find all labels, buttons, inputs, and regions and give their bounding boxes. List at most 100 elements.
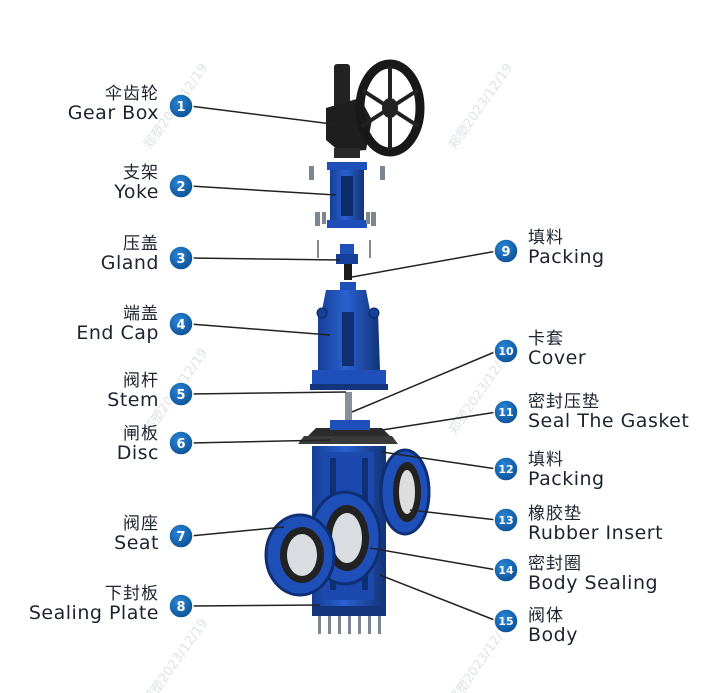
part-name-cn: 密封圈 [528, 554, 582, 574]
part-name-cn: 伞齿轮 [105, 84, 159, 104]
part-name-en: Sealing Plate [28, 601, 159, 624]
gear-box-illustration [326, 59, 425, 158]
leader-line-2 [189, 185, 337, 196]
leader-lines [189, 105, 498, 622]
part-name-en: Seat [114, 531, 159, 554]
badge-number: 2 [176, 180, 185, 195]
badge-number: 5 [176, 388, 185, 403]
leader-line-5 [189, 391, 347, 395]
part-label-11: 密封压垫 Seal The Gasket [528, 392, 690, 432]
part-label-4: 端盖 End Cap [76, 304, 159, 344]
part-label-6: 闸板 Disc [116, 424, 159, 464]
badge-12: 12 [493, 456, 519, 482]
part-name-cn: 密封压垫 [528, 392, 600, 412]
part-name-en: Gland [100, 251, 159, 274]
part-name-cn: 填料 [528, 450, 564, 470]
part-name-en: Seal The Gasket [528, 409, 690, 432]
part-label-5: 阀杆 Stem [107, 371, 159, 411]
part-label-13: 橡胶垫 Rubber Insert [528, 504, 664, 544]
gland-illustration [317, 240, 371, 280]
badge-13: 13 [493, 507, 519, 533]
badge-number: 7 [176, 530, 185, 545]
part-name-en: Packing [528, 245, 605, 268]
yoke-illustration [309, 162, 385, 228]
part-name-cn: 填料 [528, 228, 564, 248]
badge-7: 7 [168, 523, 194, 549]
part-name-cn: 下封板 [105, 584, 159, 604]
part-name-en: Body [528, 623, 578, 646]
part-label-10: 卡套 Cover [528, 329, 587, 369]
badge-number: 1 [176, 100, 185, 115]
leader-line-15 [379, 574, 498, 622]
badge-number: 8 [176, 600, 185, 615]
badge-2: 2 [168, 173, 194, 199]
badge-1: 1 [168, 93, 194, 119]
part-name-en: Yoke [114, 180, 159, 203]
part-name-en: Rubber Insert [528, 521, 664, 544]
watermark-text: 郑塑2023/12/19 [446, 61, 516, 152]
leader-line-7 [189, 526, 285, 537]
disc-illustration [298, 420, 398, 444]
part-name-cn: 橡胶垫 [528, 504, 582, 524]
badge-10: 10 [493, 338, 519, 364]
leader-line-8 [189, 604, 321, 607]
part-name-cn: 压盖 [123, 234, 159, 254]
badge-3: 3 [168, 245, 194, 271]
part-name-cn: 端盖 [123, 304, 159, 324]
leader-line-14 [369, 547, 498, 571]
badge-9: 9 [493, 238, 519, 264]
badge-5: 5 [168, 381, 194, 407]
part-label-8: 下封板 Sealing Plate [28, 584, 159, 624]
badge-number: 9 [501, 245, 510, 260]
badge-8: 8 [168, 593, 194, 619]
leader-line-3 [189, 257, 341, 261]
part-label-14: 密封圈 Body Sealing [528, 554, 659, 594]
leader-line-10 [351, 350, 498, 413]
badge-6: 6 [168, 430, 194, 456]
part-label-15: 阀体 Body [528, 606, 578, 646]
leader-line-11 [381, 411, 498, 431]
stem-illustration [345, 392, 352, 428]
part-name-cn: 卡套 [528, 329, 564, 349]
part-name-cn: 阀座 [123, 514, 159, 534]
part-name-cn: 支架 [123, 163, 159, 183]
part-label-12: 填料 Packing [528, 450, 605, 490]
badge-number: 11 [498, 406, 513, 419]
part-name-en: End Cap [76, 321, 159, 344]
leader-line-13 [409, 509, 498, 521]
leader-line-9 [351, 250, 498, 278]
part-name-en: Disc [116, 441, 159, 464]
part-label-2: 支架 Yoke [114, 163, 159, 203]
badge-4: 4 [168, 311, 194, 337]
badge-number: 3 [176, 252, 185, 267]
part-name-en: Cover [528, 346, 587, 369]
part-label-7: 阀座 Seat [114, 514, 159, 554]
badge-number: 6 [176, 437, 185, 452]
part-name-en: Body Sealing [528, 571, 659, 594]
part-name-cn: 闸板 [123, 424, 159, 444]
part-name-en: Gear Box [67, 101, 159, 124]
leader-line-4 [189, 323, 331, 336]
badge-number: 4 [176, 318, 185, 333]
badge-15: 15 [493, 608, 519, 634]
part-name-cn: 阀杆 [123, 371, 159, 391]
badge-number: 12 [498, 463, 513, 476]
badges: 1 2 3 4 5 6 7 8 9 10 11 12 13 14 15 [168, 93, 519, 634]
part-label-1: 伞齿轮 Gear Box [67, 84, 159, 124]
badge-14: 14 [493, 557, 519, 583]
part-label-3: 压盖 Gland [100, 234, 159, 274]
body-illustration [264, 446, 431, 634]
badge-11: 11 [493, 399, 519, 425]
watermark-text: 郑塑2023/12/19 [141, 616, 211, 693]
badge-number: 14 [498, 564, 514, 577]
leader-line-1 [189, 105, 333, 125]
badge-number: 10 [498, 345, 514, 358]
leader-line-12 [381, 451, 498, 470]
part-name-cn: 阀体 [528, 606, 564, 626]
badge-number: 13 [498, 514, 513, 527]
part-name-en: Packing [528, 467, 605, 490]
part-name-en: Stem [107, 388, 159, 411]
part-label-9: 填料 Packing [528, 228, 605, 268]
end-cap-illustration [310, 282, 388, 390]
